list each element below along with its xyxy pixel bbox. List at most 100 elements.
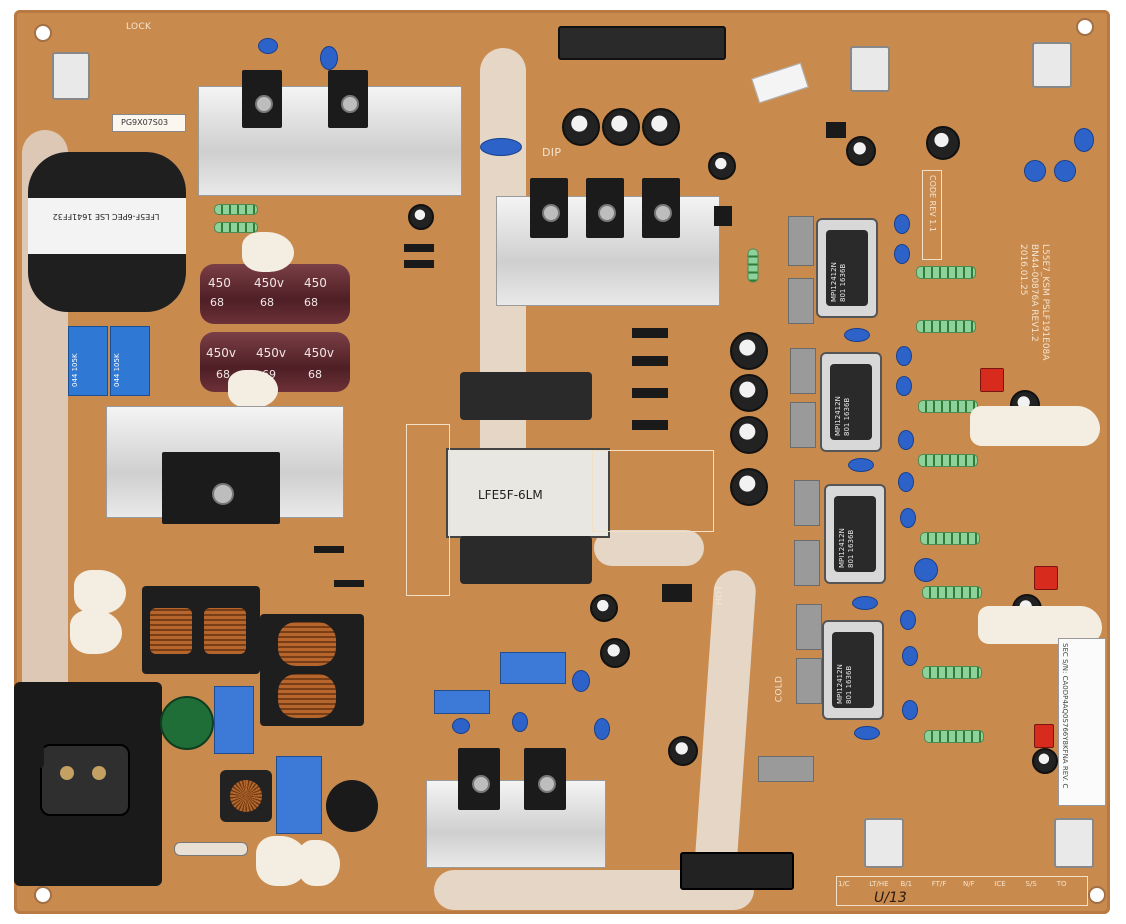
resistor [916,266,976,279]
electrolytic-capacitor [730,332,768,370]
film-cap-label: 044 105K [113,353,121,387]
diode [334,580,364,587]
mark: FT/F [931,880,947,888]
output-inductor: MPI12412N 801 1636B [824,484,886,584]
serial-sticker: PG9X07S03 [112,114,186,132]
inductor-label: MPI12412N 801 1636B [838,528,855,568]
inductor-label: MPI12412N 801 1636B [830,262,847,302]
terminal-connector [864,818,904,868]
glue-blob [978,606,1102,644]
electrolytic-capacitor [602,108,640,146]
grey-component [790,348,816,394]
ceramic-capacitor [1074,128,1094,152]
glue-blob [70,610,122,654]
terminal-connector [52,52,90,100]
transformer-left-label: LFE5F-6PEC LSE 1641FF32 [52,212,160,221]
cap-voltage: 450v [206,346,237,360]
pcb-board: LOCK DIP PG9X07S03 LFE5F-6PEC LSE 1641FF… [14,10,1110,914]
bottom-connector [680,852,794,890]
dip-label: DIP [542,146,562,159]
diode [404,244,434,252]
electrolytic-capacitor [562,108,600,146]
ceramic-capacitor [1024,160,1046,182]
electrolytic-capacitor [846,136,876,166]
electrolytic-capacitor [642,108,680,146]
mount-hole [1076,18,1094,36]
mark: 1/C [838,880,850,888]
electrolytic-capacitor [408,204,434,230]
ceramic-capacitor [900,508,916,528]
electrolytic-capacitor [708,152,736,180]
diode [714,206,732,226]
ceramic-capacitor [258,38,278,54]
resistor [922,666,982,679]
mark: LT/HE [869,880,889,888]
silkscreen-table [592,450,714,532]
cap-voltage: 450v [254,276,285,290]
ceramic-capacitor [848,458,874,472]
model-label: L55E7_KSM PSLF191E08A BN44-00876A REV1.2… [1018,244,1050,361]
ac-inlet [14,682,162,886]
cap-value: 68 [304,296,318,309]
mount-hole [34,24,52,42]
electrolytic-capacitor [730,468,768,506]
electrolytic-capacitor [730,416,768,454]
main-transformer: LFE5F-6LM [446,356,610,606]
cold-label: COLD [774,675,785,703]
diode [662,584,692,602]
mark: B/1 [900,880,913,888]
isolation-band [594,530,704,566]
ceramic-capacitor [572,670,590,692]
x-capacitor [276,756,322,834]
cap-value: 68 [216,368,230,381]
terminal-connector [1054,818,1094,868]
mosfet [530,178,568,238]
resistor [920,532,980,545]
ceramic-capacitor [594,718,610,740]
red-capacitor [1034,724,1054,748]
mosfet [642,178,680,238]
ceramic-capacitor [480,138,522,156]
lock-label: LOCK [126,22,152,32]
ceramic-capacitor [320,46,338,70]
transformer-left: LFE5F-6PEC LSE 1641FF32 [28,152,186,312]
grey-component [796,658,822,704]
model-text: L55E7_KSM PSLF191E08A BN44-00876A REV1.2… [1010,244,1056,364]
ceramic-capacitor [1054,160,1076,182]
output-inductor: MPI12412N 801 1636B [820,352,882,452]
glue-blob [74,570,126,614]
mosfet [458,748,500,810]
ceramic-capacitor [902,646,918,666]
mosfet [586,178,624,238]
bulk-capacitor-top: 450 450v 450 68 68 68 [200,264,350,324]
inductor-label: MPI12412N 801 1636B [836,664,853,704]
grey-component [796,604,822,650]
diode [314,546,344,553]
mosfet [524,748,566,810]
terminal-connector [850,46,890,92]
common-mode-choke [260,614,364,726]
fuse [174,842,248,856]
mosfet [242,70,282,128]
thermistor [326,780,378,832]
handwritten-mark: U/13 [874,890,907,906]
grey-component [794,540,820,586]
film-capacitor: 044 105K [68,326,108,396]
blue-component [500,652,566,684]
diode [632,328,668,338]
common-mode-choke [142,586,260,674]
mark: ICE [994,880,1006,888]
cap-voltage: 450 [208,276,231,290]
ceramic-capacitor [894,214,910,234]
ceramic-capacitor [902,700,918,720]
mark: TO [1056,880,1067,888]
resistor [918,400,978,413]
red-capacitor [1034,566,1058,590]
mark: S/S [1025,880,1037,888]
electrolytic-capacitor [926,126,960,160]
resistor [918,454,978,467]
cap-voltage: 450v [304,346,335,360]
red-capacitor [980,368,1004,392]
code-rev-box: CODE REV 1.1 [922,170,942,260]
ceramic-capacitor [894,244,910,264]
